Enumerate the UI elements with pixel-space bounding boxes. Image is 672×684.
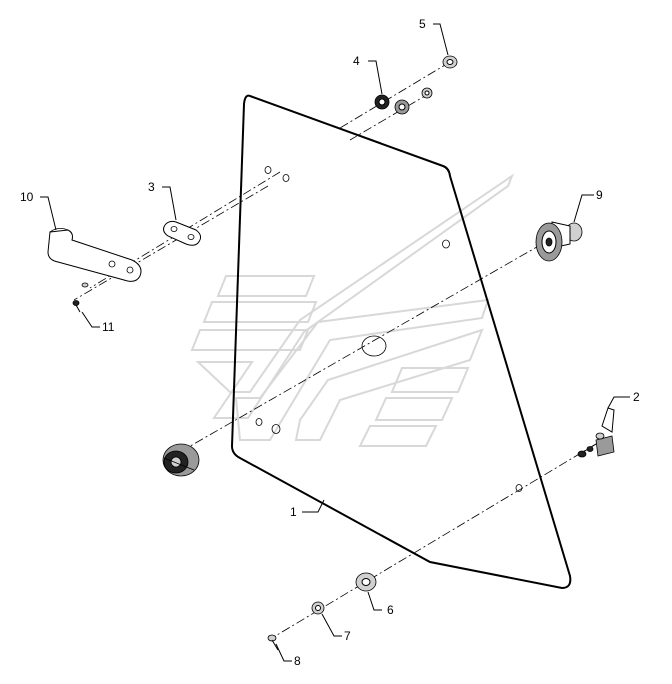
inner-handle-base bbox=[162, 443, 200, 477]
handle-knob-item-9 bbox=[535, 221, 583, 262]
assembly-lines bbox=[73, 61, 597, 639]
screw-item-8 bbox=[267, 634, 279, 651]
glass-hole-top-1 bbox=[264, 166, 272, 174]
glass-hole-top-2 bbox=[282, 174, 290, 182]
callout-5: 5 bbox=[419, 17, 426, 31]
callout-4: 4 bbox=[353, 54, 360, 68]
washer-item-6 bbox=[355, 572, 377, 592]
leader-lines bbox=[40, 23, 630, 662]
callout-6: 6 bbox=[387, 603, 394, 617]
watermark-logo bbox=[190, 173, 515, 447]
glass-hole-upper-right bbox=[442, 239, 450, 249]
glass-hole-left-2 bbox=[271, 424, 281, 434]
callout-11: 11 bbox=[102, 320, 115, 334]
glass-panel bbox=[230, 94, 572, 590]
glass-hole-handle bbox=[361, 335, 387, 357]
callout-8: 8 bbox=[294, 654, 301, 668]
spacer-plate-item-3 bbox=[163, 220, 202, 246]
washer-item-5 bbox=[442, 55, 458, 69]
washer-item-4 bbox=[374, 87, 433, 115]
latch-item-2 bbox=[577, 407, 615, 458]
glass-hole-left-1 bbox=[255, 418, 263, 426]
callout-10: 10 bbox=[20, 190, 34, 204]
screw-item-11 bbox=[72, 282, 89, 313]
callout-3: 3 bbox=[148, 180, 155, 194]
callout-9: 9 bbox=[596, 188, 603, 202]
callout-7: 7 bbox=[344, 629, 351, 643]
bracket-item-10 bbox=[47, 228, 142, 282]
callouts: 1 2 3 4 5 6 7 8 9 10 11 bbox=[20, 17, 640, 668]
callout-1: 1 bbox=[290, 505, 297, 519]
callout-2: 2 bbox=[633, 390, 640, 404]
washer-item-7 bbox=[311, 601, 325, 615]
